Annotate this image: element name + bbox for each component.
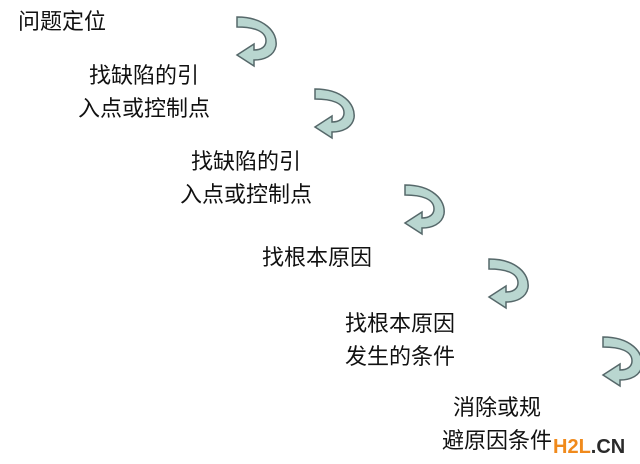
step-line: 发生的条件 (345, 345, 456, 370)
step-line: 找根本原因 (345, 312, 456, 337)
watermark-logo: H2L.CN (553, 436, 625, 459)
step-line: 找根本原因 (262, 246, 373, 271)
step-line: 找缺陷的引 (191, 150, 302, 175)
step-line: 入点或控制点 (78, 97, 211, 122)
curved-arrow-icon (403, 184, 445, 236)
step-line: 问题定位 (18, 10, 107, 35)
curved-arrow-icon (601, 336, 640, 388)
watermark-part1: H2L (553, 436, 591, 458)
curved-arrow-icon (313, 88, 355, 140)
step-5: 找根本原因 发生的条件 (345, 308, 455, 374)
step-6: 消除或规 避原因条件 (442, 392, 552, 458)
step-4: 找根本原因 (262, 242, 372, 275)
step-3: 找缺陷的引 入点或控制点 (180, 146, 312, 212)
watermark-part2: .CN (590, 436, 626, 458)
step-1: 问题定位 (18, 6, 106, 39)
step-2: 找缺陷的引 入点或控制点 (78, 60, 210, 126)
curved-arrow-icon (487, 258, 529, 310)
step-line: 找缺陷的引 (89, 64, 200, 89)
step-line: 消除或规 (453, 396, 542, 421)
curved-arrow-icon (235, 16, 277, 68)
step-line: 避原因条件 (442, 429, 553, 454)
step-line: 入点或控制点 (180, 183, 313, 208)
